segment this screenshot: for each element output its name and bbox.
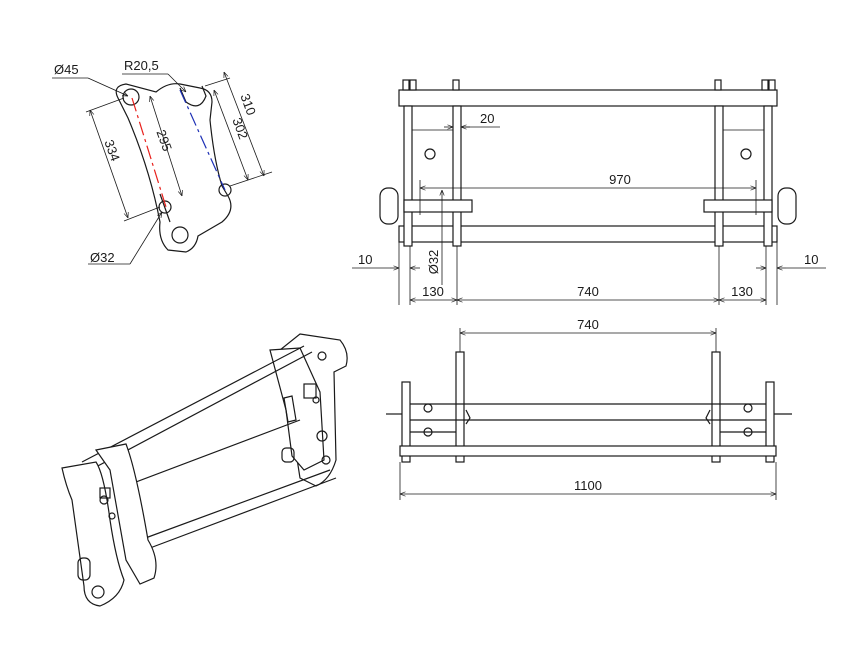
stud	[452, 79, 460, 91]
handle-right	[777, 187, 797, 225]
dim-10-left: 10	[358, 252, 372, 267]
centerline-right	[179, 89, 226, 191]
iso-handle-right	[281, 447, 295, 463]
dim-740-top-view: 740	[577, 284, 599, 299]
side-view: 334 295 302 310 Ø45 R20,5 Ø32	[52, 58, 273, 265]
dim-diameter-32: Ø32	[90, 250, 115, 265]
dim-302: 302	[229, 116, 251, 142]
iso-hole	[91, 585, 105, 599]
front-view: 740 1100	[386, 317, 792, 500]
dim-334: 334	[101, 138, 123, 164]
dim-295: 295	[153, 128, 175, 154]
top-crossbar	[398, 89, 778, 107]
bolt-right	[740, 148, 752, 160]
side-plate-outline	[115, 83, 232, 253]
front-plate-inner-left	[455, 351, 465, 463]
pin-right	[703, 199, 773, 213]
bottom-crossbar	[398, 225, 778, 243]
dim-diameter-45: Ø45	[54, 62, 79, 77]
stud	[409, 79, 417, 91]
dim-radius-20-5: R20,5	[124, 58, 159, 73]
hole-bottom-right	[218, 183, 232, 197]
front-bottom-bar	[399, 445, 777, 457]
stud	[714, 79, 722, 91]
iso-plate-left-outer	[61, 461, 125, 607]
top-view: 20 970 Ø32 10 10 130 740 130	[352, 79, 826, 305]
hole-top	[122, 88, 140, 106]
dim-970: 970	[609, 172, 631, 187]
dim-10-right: 10	[804, 252, 818, 267]
front-plate-outer-right	[765, 381, 775, 463]
dim-740-front-view: 740	[577, 317, 599, 332]
dim-130-right: 130	[731, 284, 753, 299]
iso-handle-left	[77, 557, 91, 581]
plate-inner-left	[452, 105, 462, 247]
front-plate-outer-left	[401, 381, 411, 463]
stud	[402, 79, 410, 91]
dim-310: 310	[237, 92, 259, 118]
stud	[768, 79, 776, 91]
bolt-left	[424, 148, 436, 160]
dim-diameter-32-pin: Ø32	[426, 250, 441, 275]
pin-left	[403, 199, 473, 213]
front-plate-inner-right	[711, 351, 721, 463]
stud	[761, 79, 769, 91]
plate-outer-right	[763, 105, 773, 247]
hole-bottom	[171, 226, 189, 244]
plate-outer-left	[403, 105, 413, 247]
dim-130-left: 130	[422, 284, 444, 299]
plate-inner-right	[714, 105, 724, 247]
isometric-view	[61, 333, 348, 607]
dim-1100: 1100	[574, 478, 602, 493]
iso-plate-left-inner	[94, 443, 157, 585]
pin-bottom-clip	[159, 193, 171, 223]
handle-left	[379, 187, 399, 225]
dim-20: 20	[480, 111, 494, 126]
